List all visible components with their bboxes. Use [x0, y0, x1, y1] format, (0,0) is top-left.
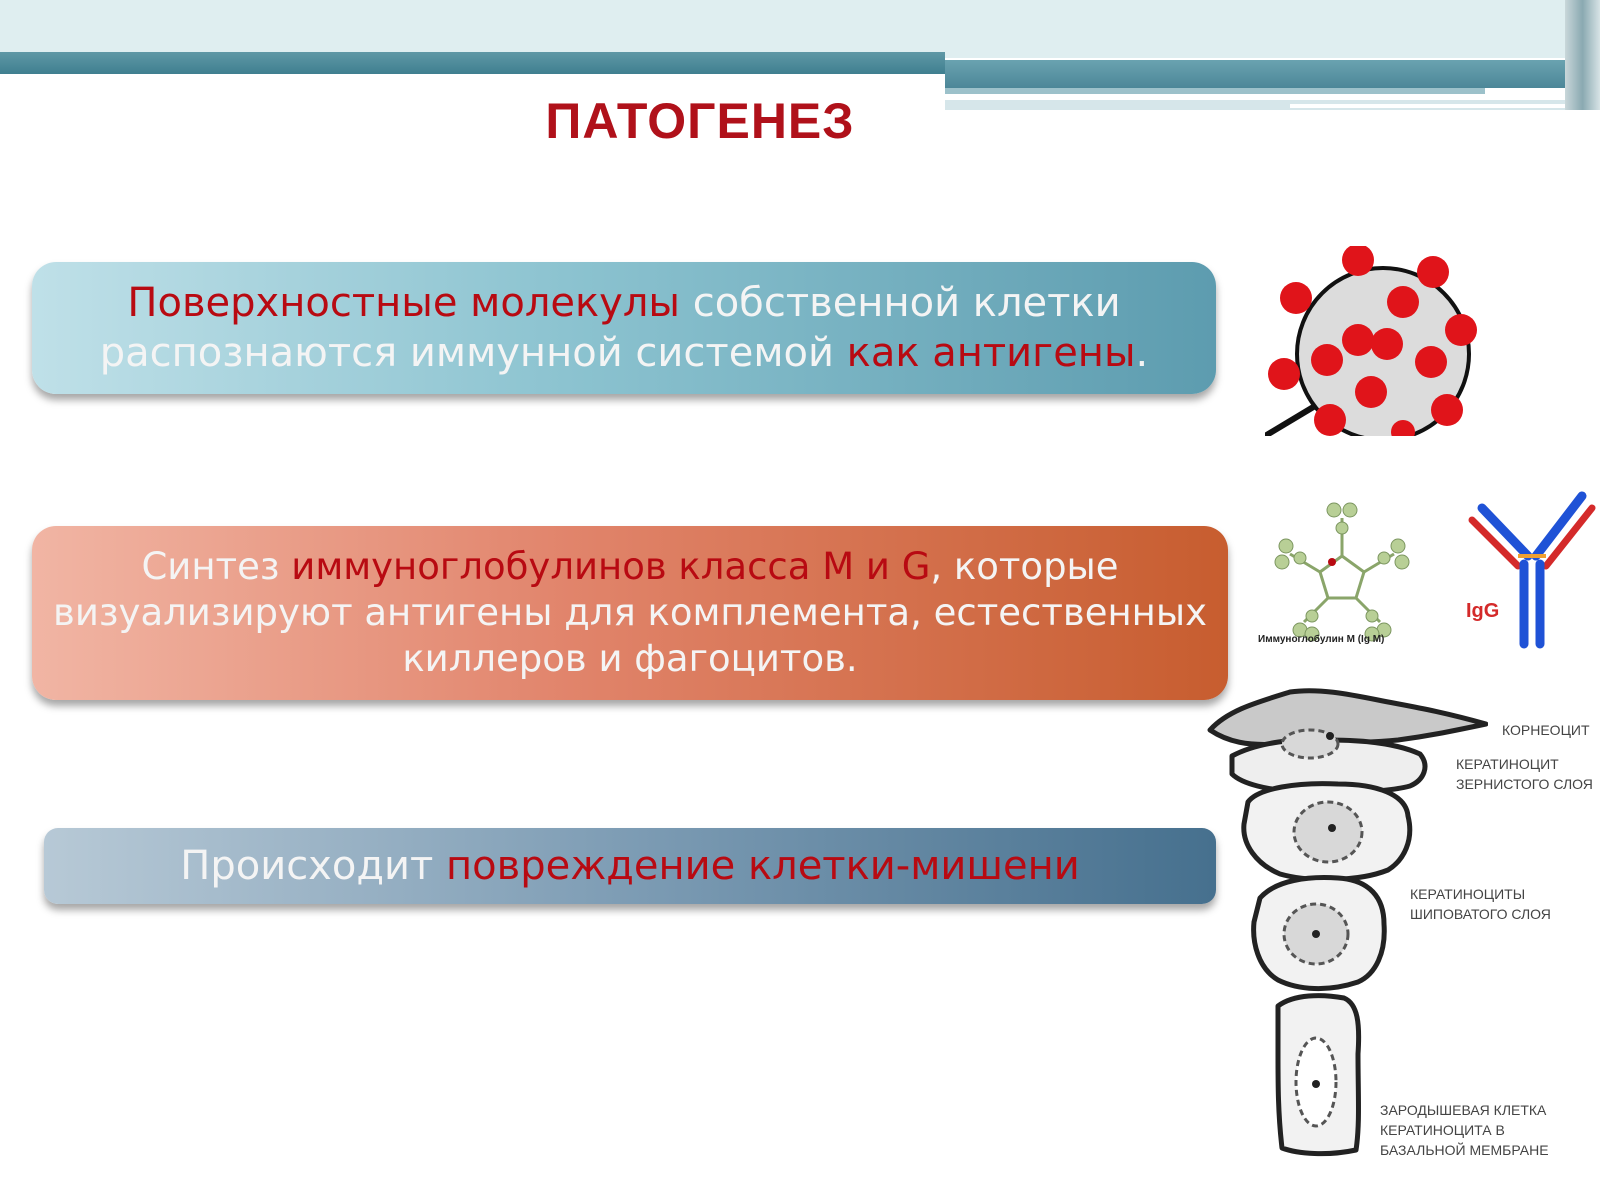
- text-plain: , которые визуализируют антигены для ком…: [53, 544, 1207, 681]
- header-stripe-thin: [945, 88, 1485, 94]
- label-granular-2: ЗЕРНИСТОГО СЛОЯ: [1456, 776, 1593, 792]
- text-highlight: иммуноглобулинов класса М и G: [291, 544, 931, 588]
- header-edge: [1565, 0, 1600, 110]
- statement-box-damage: Происходит повреждение клетки-мишени: [44, 828, 1216, 904]
- statement-text-immunoglobulins: Синтез иммуноглобулинов класса М и G, ко…: [32, 544, 1228, 683]
- label-granular-1: КЕРАТИНОЦИТ: [1456, 756, 1559, 772]
- text-highlight: как антигены: [846, 330, 1136, 376]
- cell-antigen-image: [1265, 246, 1480, 436]
- label-spinous-1: КЕРАТИНОЦИТЫ: [1410, 886, 1526, 902]
- igm-structure-image: [1274, 502, 1410, 642]
- igg-label: IgG: [1466, 600, 1500, 622]
- igm-caption: Иммуноглобулин M (Ig M): [1258, 634, 1385, 645]
- label-corneocyte: КОРНЕОЦИТ: [1502, 722, 1590, 738]
- statement-text-antigens: Поверхностные молекулы собственной клетк…: [32, 278, 1216, 378]
- header-stripe-light: [945, 100, 1570, 110]
- label-basal-2: КЕРАТИНОЦИТА В: [1380, 1122, 1505, 1138]
- keratinocyte-diagram-image: [1207, 688, 1488, 1157]
- text-highlight: повреждение клетки-мишени: [446, 843, 1080, 889]
- text-plain: собственной клетки распознаются иммунной…: [99, 280, 1121, 376]
- text-plain: .: [1135, 330, 1149, 376]
- header-stripe-right: [945, 60, 1585, 88]
- label-basal-1: ЗАРОДЫШЕВАЯ КЛЕТКА: [1380, 1102, 1547, 1118]
- text-plain: Происходит: [180, 843, 446, 889]
- text-highlight: Поверхностные молекулы: [127, 280, 680, 326]
- text-plain: Синтез: [141, 544, 292, 588]
- header-stripe-left: [0, 52, 945, 74]
- statement-box-immunoglobulins: Синтез иммуноглобулинов класса М и G, ко…: [32, 526, 1228, 700]
- igg-structure-image: [1468, 491, 1596, 649]
- header-band: [0, 0, 1600, 58]
- label-spinous-2: ШИПОВАТОГО СЛОЯ: [1410, 906, 1551, 922]
- statement-text-damage: Происходит повреждение клетки-мишени: [180, 841, 1079, 891]
- page-title: ПАТОГЕНЕЗ: [545, 93, 855, 149]
- statement-box-antigens: Поверхностные молекулы собственной клетк…: [32, 262, 1216, 394]
- header-stripe-white: [1290, 104, 1570, 108]
- label-basal-3: БАЗАЛЬНОЙ МЕМБРАНЕ: [1380, 1142, 1549, 1158]
